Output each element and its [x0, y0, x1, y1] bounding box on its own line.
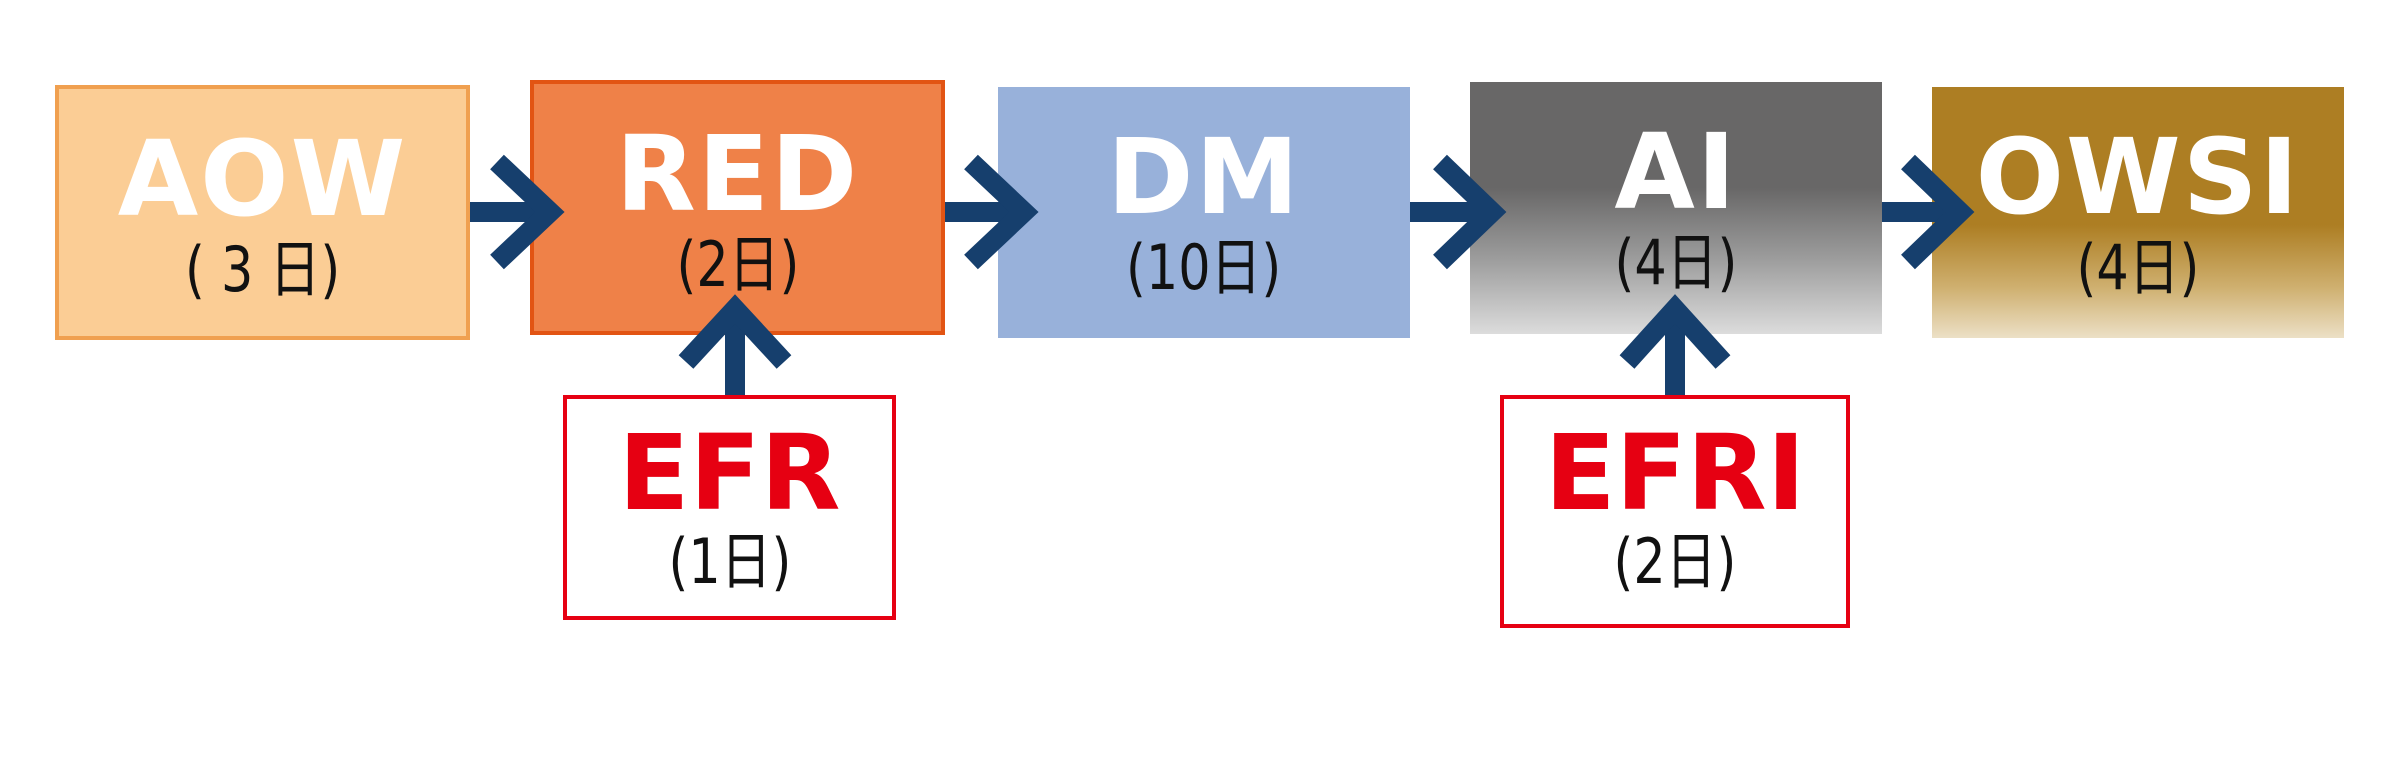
node-dm: DM (10日): [998, 87, 1410, 338]
node-owsi-title: OWSI: [1975, 116, 2301, 238]
input-node-efri-title: EFRI: [1544, 412, 1806, 534]
node-red-title: RED: [615, 113, 860, 235]
node-red: RED (2日): [530, 80, 945, 335]
node-aow-days: ( 3 日): [184, 233, 341, 306]
node-aow: AOW ( 3 日): [55, 85, 470, 340]
node-red-days: (2日): [676, 228, 799, 301]
node-ai: AI (4日): [1470, 82, 1882, 334]
input-node-efr: EFR (1日): [563, 395, 896, 620]
node-ai-days: (4日): [1614, 226, 1738, 299]
node-ai-title: AI: [1614, 111, 1738, 233]
node-dm-title: DM: [1107, 116, 1301, 238]
node-owsi-days: (4日): [2076, 231, 2200, 304]
input-node-efri-days: (2日): [1613, 525, 1737, 598]
node-dm-days: (10日): [1126, 231, 1282, 304]
input-node-efr-days: (1日): [668, 525, 791, 598]
node-owsi: OWSI (4日): [1932, 87, 2344, 338]
input-node-efr-title: EFR: [618, 412, 841, 534]
input-node-efri: EFRI (2日): [1500, 395, 1850, 628]
node-aow-title: AOW: [117, 118, 408, 240]
